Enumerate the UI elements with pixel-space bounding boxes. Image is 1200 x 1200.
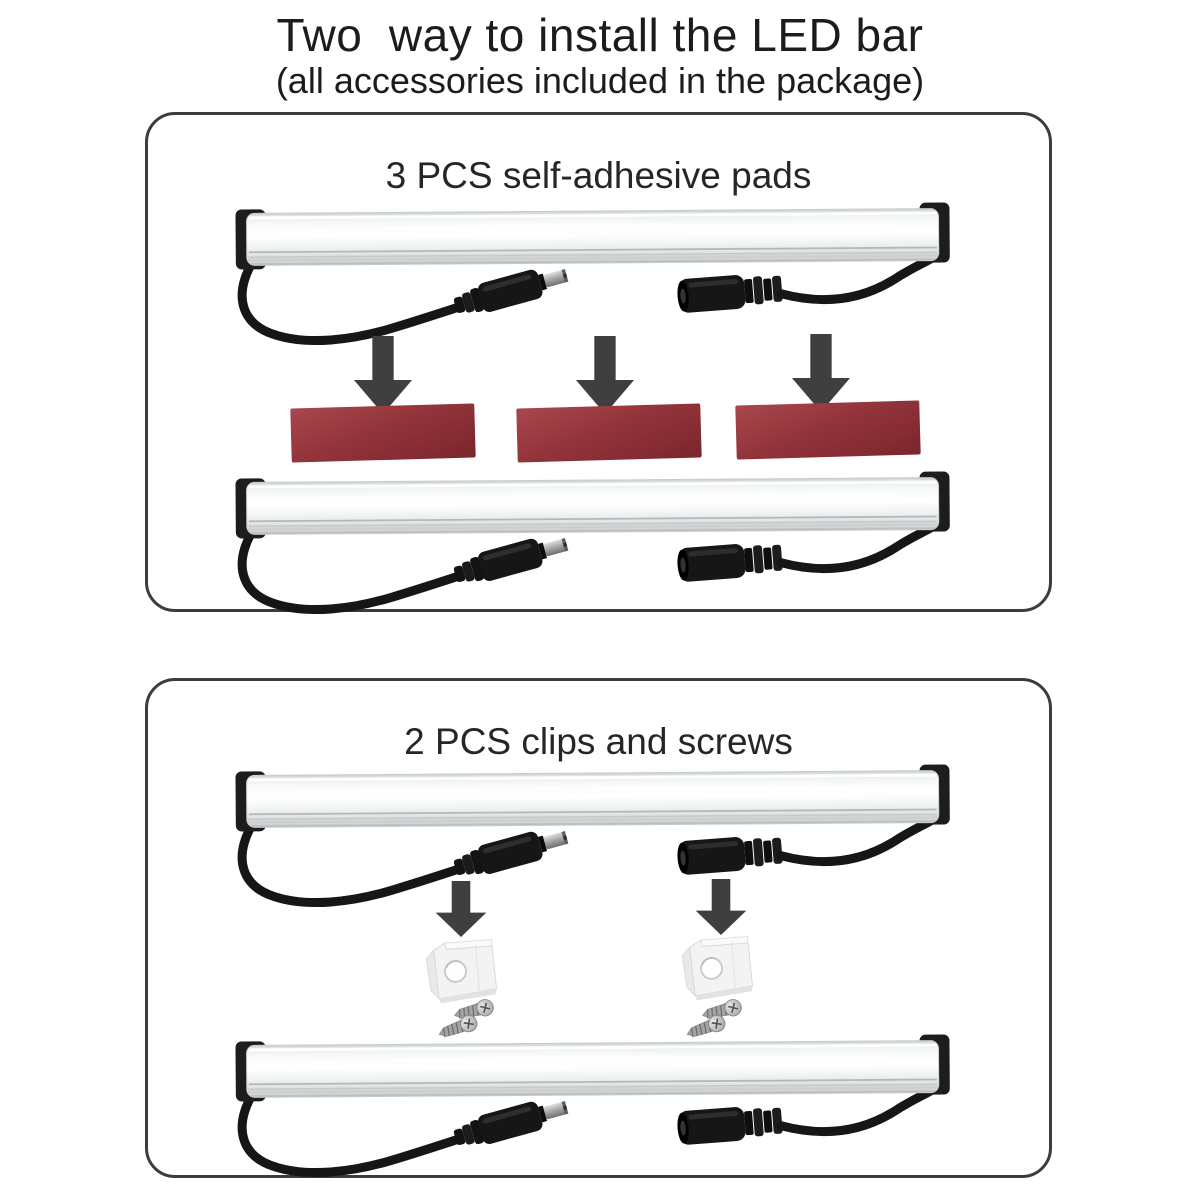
- led-bar-with-cables: [232, 1030, 953, 1200]
- led-bar-with-cables: [232, 467, 953, 642]
- down-arrow-icon: [694, 879, 748, 935]
- panel-clip-method: 2 PCS clips and screws: [145, 678, 1052, 1178]
- down-arrow-icon: [574, 336, 636, 414]
- adhesive-pad: [290, 403, 476, 463]
- down-arrow-icon: [790, 334, 852, 412]
- mounting-clip-icon: [675, 931, 759, 1004]
- down-arrow-icon: [434, 881, 488, 937]
- page-subtitle: (all accessories included in the package…: [275, 60, 925, 101]
- adhesive-pad: [516, 403, 702, 463]
- adhesive-pad: [735, 400, 921, 460]
- panel-clip-heading: 2 PCS clips and screws: [404, 721, 793, 762]
- led-bar-with-cables: [232, 760, 953, 935]
- panel-adhesive-method: 3 PCS self-adhesive pads: [145, 112, 1052, 612]
- page-title: Two way to install the LED bar: [276, 9, 924, 61]
- down-arrow-icon: [352, 336, 414, 414]
- panel-adhesive-heading: 3 PCS self-adhesive pads: [385, 155, 812, 196]
